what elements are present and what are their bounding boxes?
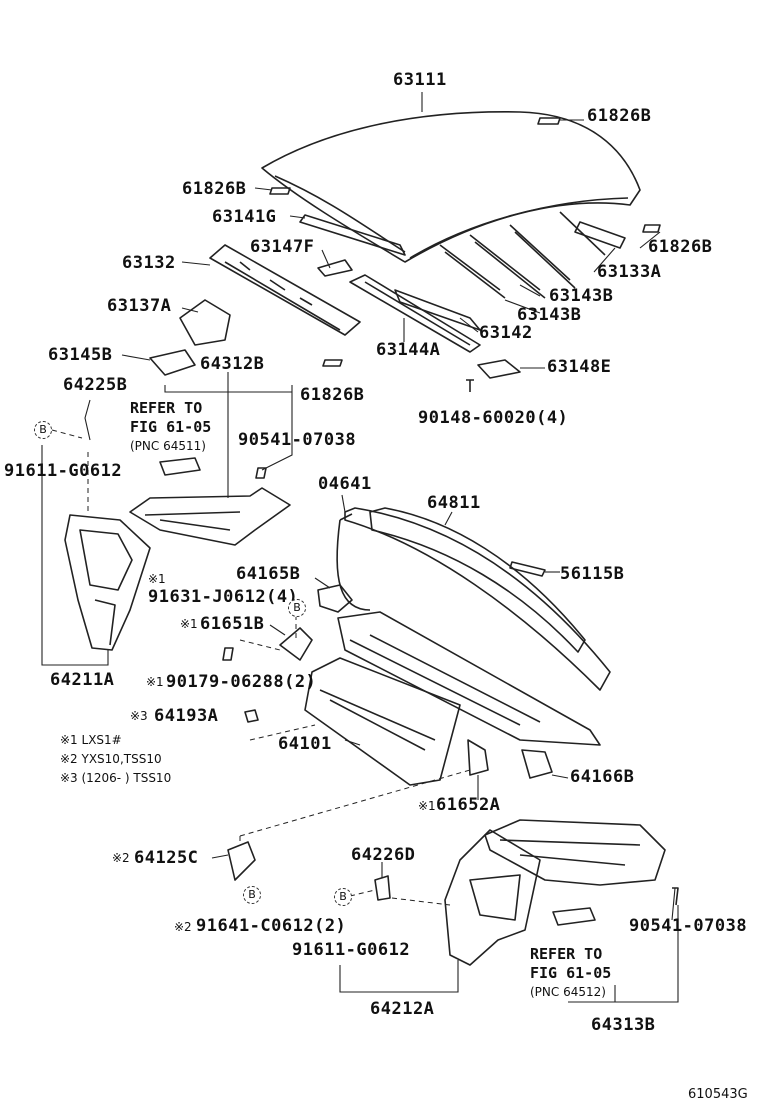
part-label-63137a[interactable]: 63137A — [107, 296, 172, 316]
part-label-61826b-right[interactable]: 61826B — [648, 237, 713, 257]
legend-2: ※2 YXS10,TSS10 — [60, 752, 162, 766]
part-label-90179-06288[interactable]: 90179-06288(2) — [166, 672, 317, 692]
part-56115b-shape — [509, 561, 546, 577]
bracket-63145b-shape — [149, 349, 196, 376]
quarter-64211a-shape — [64, 514, 151, 651]
panel-64101-shape — [304, 657, 461, 786]
part-label-61826b-left[interactable]: 61826B — [182, 179, 247, 199]
part-label-63111[interactable]: 63111 — [393, 70, 447, 90]
part-label-63142[interactable]: 63142 — [479, 323, 533, 343]
trim-64312b-shape — [129, 487, 291, 546]
bracket-63147f-shape — [317, 259, 353, 277]
roof-rail-63141g-shape — [299, 214, 406, 256]
part-label-64811[interactable]: 64811 — [427, 493, 481, 513]
refer-top-line2: FIG 61-05 — [130, 418, 212, 436]
part-label-64312b[interactable]: 64312B — [200, 354, 265, 374]
tray-shape — [337, 611, 601, 746]
panel-63144a-shape — [349, 274, 481, 353]
mark-note-1c: ※1 — [146, 675, 164, 689]
header-panel-63132-shape — [209, 244, 361, 336]
bracket-63148e-shape — [477, 359, 521, 379]
part-label-04641[interactable]: 04641 — [318, 474, 372, 494]
part-label-91611-g0612-bottom[interactable]: 91611-G0612 — [292, 940, 411, 960]
part-label-63144a[interactable]: 63144A — [376, 340, 441, 360]
part-label-64125c[interactable]: 64125C — [134, 848, 199, 868]
part-label-64225b[interactable]: 64225B — [63, 375, 128, 395]
part-label-63132[interactable]: 63132 — [122, 253, 176, 273]
mark-note-3: ※3 — [130, 709, 148, 723]
callout-b-4: B — [334, 888, 352, 906]
part-label-91611-g0612-top[interactable]: 91611-G0612 — [4, 461, 123, 481]
mark-note-1d: ※1 — [418, 799, 436, 813]
bracket-61651b-shape — [279, 627, 313, 661]
part-label-61826b-mid[interactable]: 61826B — [300, 385, 365, 405]
window-64811-shape — [344, 507, 611, 691]
refer-top-line1: REFER TO — [130, 399, 203, 417]
part-label-63147f[interactable]: 63147F — [250, 237, 315, 257]
bracket-64125c-shape — [227, 841, 256, 881]
refer-top-pnc: (PNC 64511) — [130, 439, 206, 453]
quarter-64212a-shape — [444, 829, 541, 966]
legend-3: ※3 (1206- ) TSS10 — [60, 771, 172, 785]
panel-63142-shape — [394, 289, 481, 331]
bracket-64165b-shape — [317, 584, 353, 613]
callout-b-3: B — [243, 886, 261, 904]
part-label-90148-60020[interactable]: 90148-60020(4) — [418, 408, 569, 428]
bracket-63137a-shape — [179, 299, 231, 346]
callout-b-1: B — [34, 421, 52, 439]
part-label-91631-j0612[interactable]: 91631-J0612(4) — [148, 587, 299, 607]
part-label-63143b-1[interactable]: 63143B — [549, 286, 614, 306]
part-label-63133a[interactable]: 63133A — [597, 262, 662, 282]
part-label-64193a[interactable]: 64193A — [154, 706, 219, 726]
mark-note-1: ※1 — [148, 572, 166, 586]
part-label-64166b[interactable]: 64166B — [570, 767, 635, 787]
mark-note-2b: ※2 — [174, 920, 192, 934]
part-label-64313b[interactable]: 64313B — [591, 1015, 656, 1035]
part-label-56115b[interactable]: 56115B — [560, 564, 625, 584]
callout-b-2: B — [288, 599, 306, 617]
part-label-64211a[interactable]: 64211A — [50, 670, 115, 690]
part-label-61652a[interactable]: 61652A — [436, 795, 501, 815]
part-label-63143b-2[interactable]: 63143B — [517, 305, 582, 325]
figure-id: 610543G — [688, 1087, 748, 1102]
part-label-90541-07038-top[interactable]: 90541-07038 — [238, 430, 357, 450]
part-label-64101[interactable]: 64101 — [278, 734, 332, 754]
part-label-91641-c0612[interactable]: 91641-C0612(2) — [196, 916, 347, 936]
roof-panel-shape — [261, 111, 641, 263]
part-64226d-shape — [374, 875, 391, 901]
refer-bottom-line1: REFER TO — [530, 945, 603, 963]
part-label-63141g[interactable]: 63141G — [212, 207, 277, 227]
trim-64313b-shape — [484, 819, 666, 886]
part-label-61826b-top[interactable]: 61826B — [587, 106, 652, 126]
part-label-64165b[interactable]: 64165B — [236, 564, 301, 584]
part-label-64226d[interactable]: 64226D — [351, 845, 416, 865]
refer-bottom-line2: FIG 61-05 — [530, 964, 612, 982]
mark-note-2: ※2 — [112, 851, 130, 865]
glass-shape — [369, 507, 586, 653]
part-label-90541-07038-bottom[interactable]: 90541-07038 — [629, 916, 748, 936]
part-label-61651b[interactable]: 61651B — [200, 614, 265, 634]
bracket-64166b-shape — [521, 749, 553, 779]
roof-bow-shape — [439, 211, 606, 291]
bracket-61652a-shape — [467, 739, 489, 776]
part-label-63145b[interactable]: 63145B — [48, 345, 113, 365]
part-label-64212a[interactable]: 64212A — [370, 999, 435, 1019]
part-label-63148e[interactable]: 63148E — [547, 357, 612, 377]
roof-reinf-63133a-shape — [574, 221, 626, 249]
mark-note-1b: ※1 — [180, 617, 198, 631]
refer-bottom-pnc: (PNC 64512) — [530, 985, 606, 999]
legend-1: ※1 LXS1# — [60, 733, 122, 747]
